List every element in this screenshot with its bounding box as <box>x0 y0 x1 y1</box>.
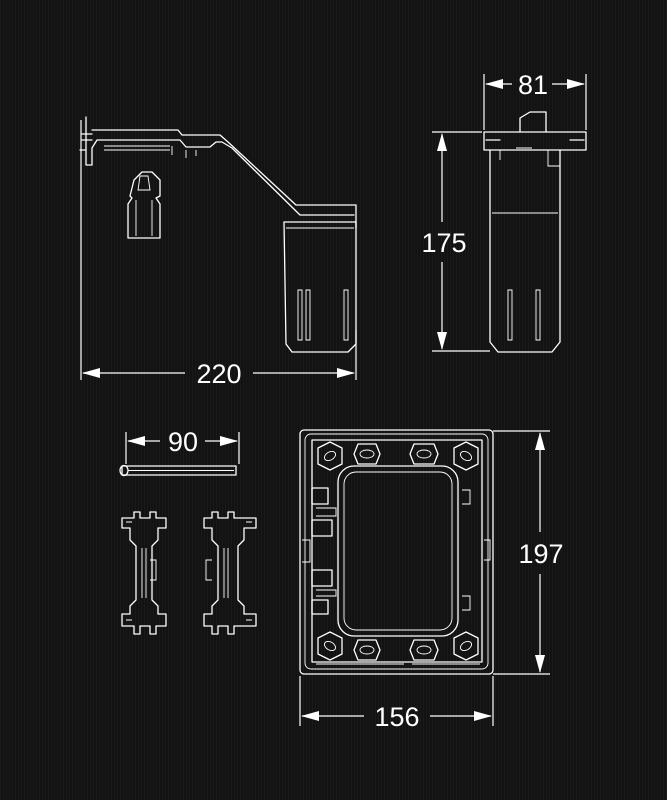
dimension-label-220: 220 <box>196 359 241 389</box>
dimension-label-81: 81 <box>518 70 548 100</box>
dimension-label-175: 175 <box>421 228 466 258</box>
dimension-label-197: 197 <box>518 539 563 569</box>
side-view-drawing <box>79 116 357 353</box>
mounting-frame-drawing <box>299 429 494 675</box>
dimension-line-197 <box>493 430 550 675</box>
dimension-line-175 <box>432 131 490 352</box>
front-view-drawing <box>483 111 587 353</box>
dimension-line-156 <box>299 676 494 726</box>
frame-lugs-top <box>317 441 479 471</box>
dimension-line-81 <box>483 74 587 130</box>
frame-lugs-bottom <box>316 631 480 665</box>
bracket-left <box>121 511 167 635</box>
dimension-line-90 <box>125 432 240 464</box>
dimension-label-156: 156 <box>374 702 419 732</box>
rail-drawing <box>119 464 237 477</box>
dimension-label-90: 90 <box>168 427 198 457</box>
bracket-right <box>203 511 257 635</box>
frame-side-slots <box>302 487 491 615</box>
dimension-line-220 <box>80 120 357 380</box>
